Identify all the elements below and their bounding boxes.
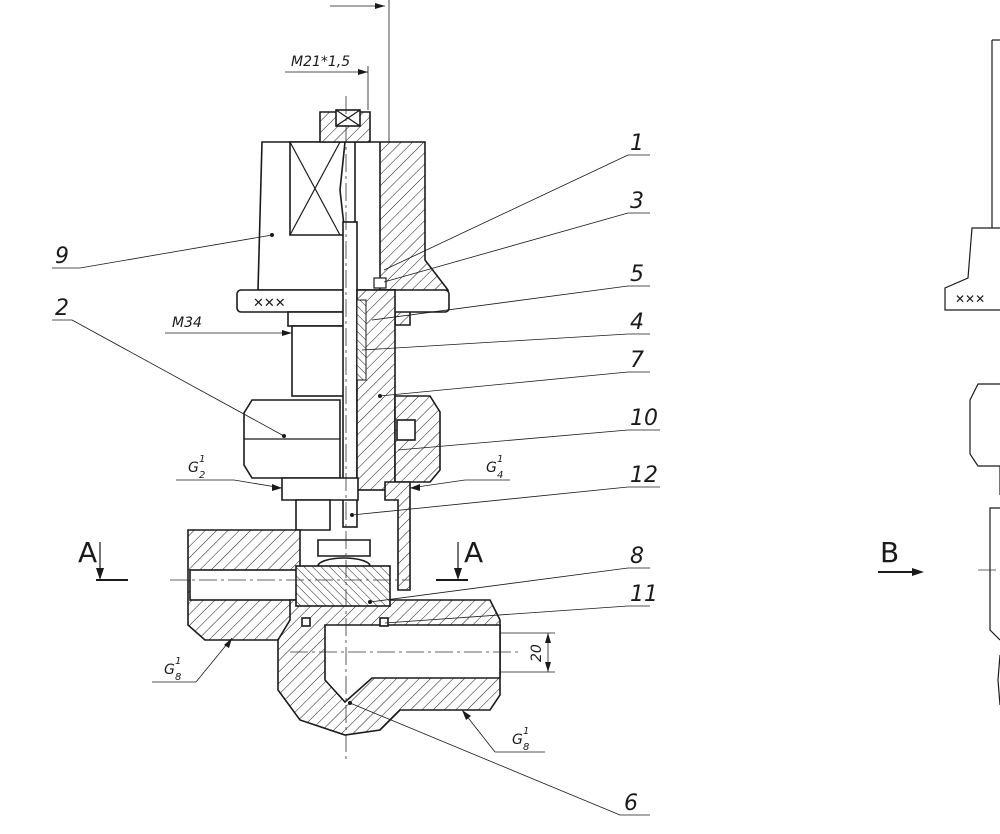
svg-text:8: 8 [523, 742, 529, 753]
svg-text:A: A [464, 536, 483, 569]
svg-text:G: G [188, 460, 199, 476]
nut-thread-dimension: M34 [172, 315, 202, 331]
svg-text:8: 8 [175, 672, 181, 683]
callout-2: 2 [55, 296, 69, 321]
callout-3: 3 [630, 189, 644, 214]
g-eighth-left-leader: G 1 8 [152, 637, 233, 683]
callout-8: 8 [630, 544, 644, 569]
leader-dots [270, 233, 382, 705]
m34-leader: M34 [165, 315, 292, 336]
svg-text:1: 1 [175, 656, 181, 667]
g-half-leader: G 1 2 [176, 454, 283, 491]
svg-text:G: G [164, 662, 175, 678]
length-dimension-label: 20 [529, 644, 545, 662]
callout-9: 9 [55, 244, 69, 269]
svg-text:B: B [880, 536, 899, 569]
callout-6: 6 [624, 791, 638, 816]
svg-text:✕✕✕: ✕✕✕ [955, 292, 985, 306]
svg-text:2: 2 [199, 470, 205, 481]
svg-text:1: 1 [497, 454, 503, 465]
svg-text:G: G [486, 460, 497, 476]
callout-11: 11 [630, 582, 658, 607]
g-quarter-leader: G 1 4 [409, 454, 510, 491]
svg-text:1: 1 [199, 454, 205, 465]
callout-10: 10 [630, 406, 658, 431]
callout-5: 5 [630, 262, 644, 287]
handwheel-cap: ✕✕✕ [236, 109, 450, 327]
callout-leaders [52, 154, 660, 816]
view-mark-b: B [878, 536, 924, 576]
section-mark-left: A [78, 536, 128, 581]
upper-stem-column [291, 221, 396, 528]
svg-text:✕✕✕: ✕✕✕ [253, 296, 286, 311]
svg-text:G: G [512, 732, 523, 748]
callout-1: 1 [630, 131, 644, 156]
callout-4: 4 [630, 310, 644, 335]
callout-numbers: 1 3 5 4 7 10 12 8 11 6 9 2 [55, 131, 658, 816]
valve-body [187, 529, 501, 736]
center-lines [170, 96, 520, 760]
side-view-partial: ✕✕✕ [944, 39, 1000, 706]
hex-nut [243, 395, 441, 483]
stem-thread-dimension: M21*1,5 [291, 54, 350, 70]
svg-text:4: 4 [497, 470, 503, 481]
callout-7: 7 [630, 348, 644, 373]
svg-text:A: A [78, 536, 97, 569]
callout-12: 12 [630, 463, 658, 488]
length-dimension: 20 [500, 632, 555, 673]
section-mark-right: A [436, 536, 483, 581]
svg-text:1: 1 [523, 726, 529, 737]
g-eighth-right-leader: G 1 8 [461, 709, 545, 753]
